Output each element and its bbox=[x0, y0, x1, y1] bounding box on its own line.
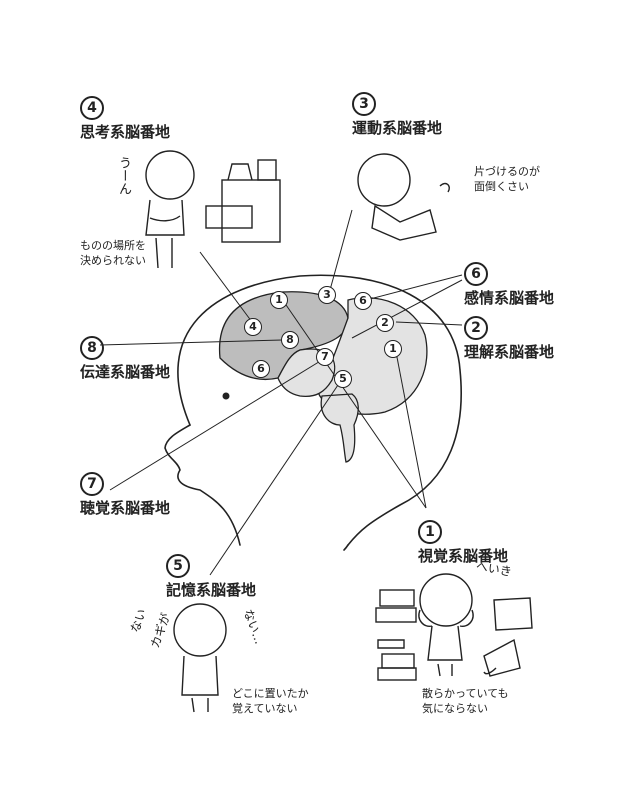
area-number-2: 2 bbox=[464, 316, 488, 340]
brain-marker-8: 8 bbox=[281, 331, 299, 349]
brain-marker-3: 3 bbox=[318, 286, 336, 304]
note-motion: 片づけるのが面倒くさい bbox=[474, 165, 540, 193]
area-name-4: 思考系脳番地 bbox=[80, 123, 171, 141]
area-label-4: 4 思考系脳番地 bbox=[80, 96, 170, 141]
area-name-3: 運動系脳番地 bbox=[352, 119, 443, 137]
area-label-2: 2 理解系脳番地 bbox=[464, 316, 554, 361]
area-name-7: 聴覚系脳番地 bbox=[80, 499, 171, 517]
thinking-exclamation: うーん bbox=[116, 156, 131, 195]
eye-dot bbox=[222, 392, 230, 400]
brain-marker-6b: 6 bbox=[252, 360, 270, 378]
brain-marker-2: 2 bbox=[376, 314, 394, 332]
lazy-person bbox=[357, 153, 450, 241]
area-label-6: 6 感情系脳番地 bbox=[464, 262, 554, 307]
area-number-8: 8 bbox=[80, 336, 104, 360]
note-memory: どこに置いたか覚えていない bbox=[232, 687, 309, 715]
drawer-cabinet bbox=[205, 159, 281, 243]
thinking-person bbox=[145, 150, 195, 269]
brainstem bbox=[320, 393, 359, 463]
clutter-left bbox=[375, 589, 417, 681]
area-label-3: 3 運動系脳番地 bbox=[352, 92, 442, 137]
brain-marker-6a: 6 bbox=[354, 292, 372, 310]
area-name-5: 記憶系脳番地 bbox=[166, 581, 257, 599]
area-label-1: 1 視覚系脳番地 bbox=[418, 520, 508, 565]
area-label-7: 7 聴覚系脳番地 bbox=[80, 472, 170, 517]
brain-marker-4: 4 bbox=[244, 318, 262, 336]
clutter-right bbox=[483, 597, 533, 677]
forgetful-person bbox=[173, 603, 227, 713]
area-number-7: 7 bbox=[80, 472, 104, 496]
head-outline bbox=[177, 274, 462, 546]
note-visual: 散らかっていても気にならない bbox=[422, 687, 509, 715]
area-number-3: 3 bbox=[352, 92, 376, 116]
cheerful-person bbox=[418, 573, 474, 677]
area-label-8: 8 伝達系脳番地 bbox=[80, 336, 170, 381]
area-number-4: 4 bbox=[80, 96, 104, 120]
area-number-5: 5 bbox=[166, 554, 190, 578]
area-number-1: 1 bbox=[418, 520, 442, 544]
area-name-1: 視覚系脳番地 bbox=[418, 547, 509, 565]
brain-marker-5: 5 bbox=[334, 370, 352, 388]
brain-marker-1b: 1 bbox=[384, 340, 402, 358]
area-number-6: 6 bbox=[464, 262, 488, 286]
area-name-2: 理解系脳番地 bbox=[464, 343, 555, 361]
area-label-5: 5 記憶系脳番地 bbox=[166, 554, 256, 599]
brain-marker-1a: 1 bbox=[270, 291, 288, 309]
brain-marker-7: 7 bbox=[316, 348, 334, 366]
note-thinking: ものの場所を決められない bbox=[80, 239, 146, 267]
face-profile bbox=[164, 424, 241, 546]
area-name-6: 感情系脳番地 bbox=[464, 289, 555, 307]
area-name-8: 伝達系脳番地 bbox=[80, 363, 171, 381]
